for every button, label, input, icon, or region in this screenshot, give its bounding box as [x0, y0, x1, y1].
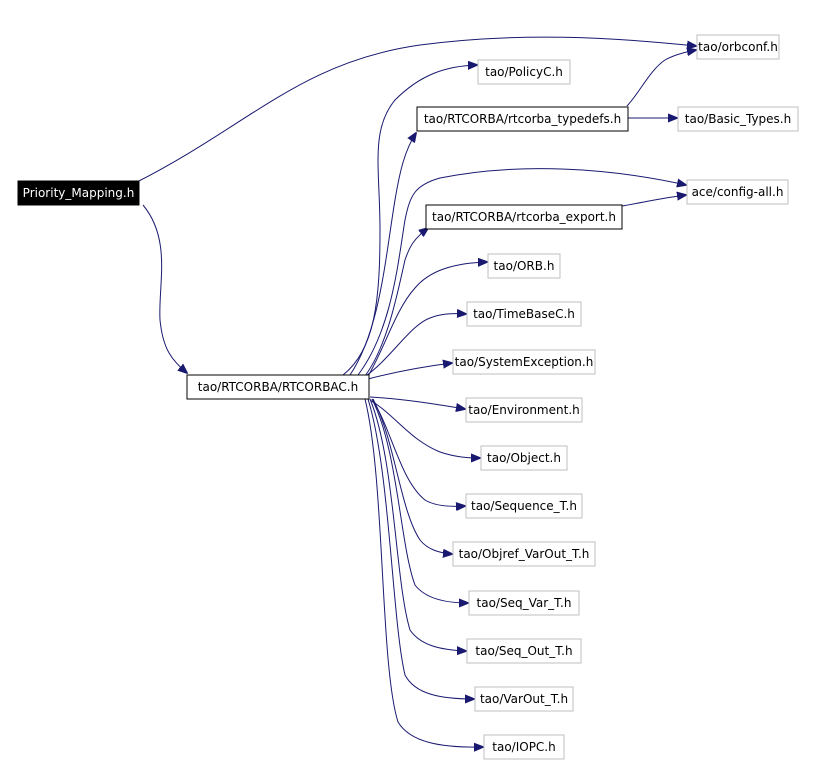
node-iopc[interactable]: tao/IOPC.h [483, 734, 565, 760]
edge-root-orbconf [134, 36, 696, 184]
node-rtcorba-export-label: tao/RTCORBA/rtcorba_export.h [432, 210, 616, 224]
node-policyc-label: tao/PolicyC.h [485, 65, 563, 79]
node-seq-out[interactable]: tao/Seq_Out_T.h [466, 638, 582, 664]
node-environment-label: tao/Environment.h [468, 403, 580, 417]
node-config-all[interactable]: ace/config-all.h [686, 179, 789, 205]
node-varout-label: tao/VarOut_T.h [480, 692, 568, 706]
edge-typedefs-orbconf [626, 50, 696, 107]
node-object[interactable]: tao/Object.h [480, 445, 568, 471]
node-varout[interactable]: tao/VarOut_T.h [474, 686, 574, 712]
node-seq-out-label: tao/Seq_Out_T.h [475, 644, 572, 658]
node-sequence-t-label: tao/Sequence_T.h [471, 499, 577, 513]
edge-rtcorbac-seqout [369, 398, 466, 651]
edge-rtcorbac-object [369, 399, 480, 458]
edge-rtcorbac-sequence [371, 398, 465, 506]
edges [134, 36, 696, 747]
node-config-all-label: ace/config-all.h [692, 185, 784, 199]
node-priority-mapping[interactable]: Priority_Mapping.h [17, 180, 140, 206]
edge-rtcorbac-seqvar [371, 398, 468, 603]
node-seq-var-label: tao/Seq_Var_T.h [477, 596, 572, 610]
edge-rtcorbac-export [364, 228, 428, 377]
node-iopc-label: tao/IOPC.h [492, 740, 555, 754]
node-timebasec[interactable]: tao/TimeBaseC.h [466, 301, 582, 327]
node-rtcorbac[interactable]: tao/RTCORBA/RTCORBAC.h [186, 374, 370, 400]
node-rtcorba-export[interactable]: tao/RTCORBA/rtcorba_export.h [425, 204, 623, 230]
node-basic-types[interactable]: tao/Basic_Types.h [677, 106, 799, 132]
node-rtcorba-typedefs-label: tao/RTCORBA/rtcorba_typedefs.h [424, 112, 621, 126]
node-timebasec-label: tao/TimeBaseC.h [473, 307, 575, 321]
edge-rtcorbac-iopc [364, 398, 483, 747]
node-rtcorba-typedefs[interactable]: tao/RTCORBA/rtcorba_typedefs.h [416, 106, 629, 132]
node-sequence-t[interactable]: tao/Sequence_T.h [465, 493, 583, 519]
node-object-label: tao/Object.h [487, 451, 561, 465]
node-basic-types-label: tao/Basic_Types.h [685, 112, 791, 126]
edge-rtcorbac-orb [366, 262, 487, 379]
edge-rtcorbac-varout [367, 398, 474, 699]
node-orbconf[interactable]: tao/orbconf.h [696, 34, 780, 60]
edge-rtcorbac-timebasec [362, 314, 466, 379]
edge-rtcorbac-typedefs [349, 133, 416, 376]
edge-export-config [621, 195, 686, 207]
edge-rtcorbac-objref [372, 398, 452, 554]
edge-rtcorbac-config [357, 168, 686, 376]
edge-rtcorbac-sysexc [367, 363, 452, 380]
node-policyc[interactable]: tao/PolicyC.h [477, 59, 571, 85]
node-priority-mapping-label: Priority_Mapping.h [23, 186, 135, 200]
node-environment[interactable]: tao/Environment.h [465, 397, 583, 423]
node-rtcorbac-label: tao/RTCORBA/RTCORBAC.h [198, 380, 358, 394]
node-systemexception-label: tao/SystemException.h [455, 355, 594, 369]
node-objref-varout-label: tao/Objref_VarOut_T.h [459, 547, 590, 561]
node-orb-label: tao/ORB.h [494, 259, 555, 273]
node-systemexception[interactable]: tao/SystemException.h [452, 349, 596, 375]
nodes: Priority_Mapping.h tao/RTCORBA/RTCORBAC.… [17, 34, 799, 760]
node-objref-varout[interactable]: tao/Objref_VarOut_T.h [452, 541, 596, 567]
node-orb[interactable]: tao/ORB.h [487, 253, 561, 279]
edge-rtcorbac-environment [369, 396, 465, 409]
edge-root-rtcorbac [142, 204, 187, 373]
node-orbconf-label: tao/orbconf.h [698, 40, 778, 54]
node-seq-var[interactable]: tao/Seq_Var_T.h [468, 590, 580, 616]
